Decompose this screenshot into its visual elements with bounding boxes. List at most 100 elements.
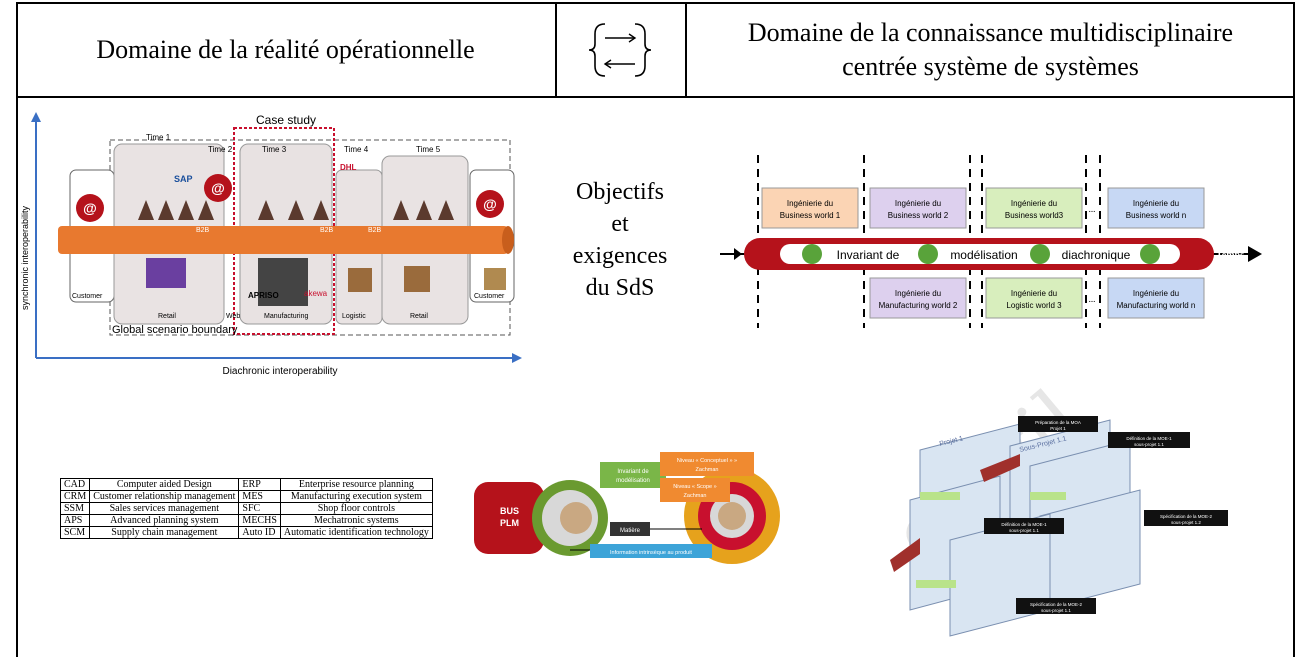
abbr-code: APS: [59, 514, 91, 527]
abbr-code: MECHS: [238, 514, 281, 527]
stage-retail-right: Retail: [410, 313, 428, 320]
brand-dhl: DHL: [340, 163, 357, 172]
brand-akewa: akewa: [304, 289, 328, 298]
time3-label: Time 3: [262, 145, 287, 154]
plm-diagram: BUS PLM Invariant de modélisation Niveau…: [474, 452, 780, 564]
scenario-diagram: @ @ @ Case study Time 1 Time 2 Time 3 Ti…: [20, 112, 522, 377]
ellipsis-bottom: ...: [1089, 294, 1096, 304]
ellipsis-top: ...: [1089, 204, 1096, 214]
project-label-prep: Préparation de la MOA: [1035, 420, 1081, 425]
y-axis-label: synchronic interoperability: [20, 205, 30, 310]
b2b-label-3: B2B: [368, 227, 382, 234]
time1-label: Time 1: [146, 133, 171, 142]
stage-retail-left: Retail: [158, 313, 176, 320]
abbr-meaning: Customer relationship management: [89, 490, 240, 503]
abbr-meaning: Enterprise resource planning: [279, 478, 433, 491]
abbr-meaning: Automatic identification technology: [279, 526, 433, 539]
time5-label: Time 5: [416, 145, 441, 154]
objectives-line2: et: [611, 211, 629, 237]
header-divider: [16, 96, 1295, 98]
abbr-code: CRM: [59, 490, 91, 503]
stage-logistic: Logistic: [342, 313, 366, 320]
stage-customer-right: Customer: [474, 293, 505, 300]
matiere-label: Matière: [620, 528, 641, 534]
table-frame: [16, 2, 1295, 657]
brand-sap: SAP: [174, 174, 193, 184]
info-label: Information intrinsèque au produit: [610, 550, 692, 556]
abbr-meaning: Supply chain management: [89, 526, 240, 539]
stage-manufacturing: Manufacturing: [264, 313, 308, 320]
svg-text:@: @: [483, 196, 497, 212]
b2b-label-2: B2B: [320, 227, 334, 234]
abbr-meaning: Shop floor controls: [279, 502, 433, 515]
pipe-text-2: modélisation: [950, 248, 1017, 262]
abbr-code: Auto ID: [238, 526, 281, 539]
abbr-meaning: Advanced planning system: [89, 514, 240, 527]
abbr-meaning: Sales services management: [89, 502, 240, 515]
time4-label: Time 4: [344, 145, 369, 154]
abbr-code: ERP: [238, 478, 281, 491]
svg-text:sous-projet 1.1: sous-projet 1.1: [1009, 528, 1039, 533]
svg-text:modélisation: modélisation: [616, 478, 650, 484]
brand-apriso: APRISO: [248, 291, 279, 300]
bus-plm-label-2: PLM: [500, 518, 519, 528]
pipe-text-3: diachronique: [1062, 248, 1131, 262]
conceptuel-label: Niveau « Conceptuel » »: [677, 458, 737, 464]
abbr-meaning: Manufacturing execution system: [279, 490, 433, 503]
right-header-title-line2: centrée système de systèmes: [842, 52, 1139, 81]
svg-text:sous-projet 1.2: sous-projet 1.2: [1171, 520, 1201, 525]
abbr-meaning: Computer aided Design: [89, 478, 240, 491]
x-axis-label: Diachronic interoperability: [222, 366, 337, 377]
svg-text:@: @: [83, 200, 97, 216]
global-boundary-label: Global scenario boundary: [112, 324, 238, 336]
abbr-code: SSM: [59, 502, 91, 515]
time2-label: Time 2: [208, 145, 233, 154]
stage-web: Web: [226, 313, 240, 320]
project-label-def1: Définition de la MOE-1: [1126, 436, 1172, 441]
abbr-code: MES: [238, 490, 281, 503]
abbr-meaning: Mechatronic systems: [279, 514, 433, 527]
objectives-line1: Objectifs: [576, 179, 664, 205]
case-study-label: Case study: [256, 113, 316, 127]
header-col-divider-1: [555, 2, 557, 96]
project-label-spec2: Spécification de la MOE-2: [1030, 602, 1083, 607]
objectives-text: Objectifs et exigences du SdS: [530, 176, 710, 304]
project-label-spec1: Spécification de la MOE-2: [1160, 514, 1213, 519]
svg-text:sous-projet 1.1: sous-projet 1.1: [1134, 442, 1164, 447]
abbr-code: SFC: [238, 502, 281, 515]
brace-arrows-symbol: [555, 8, 685, 92]
invariant-label: Invariant de: [617, 469, 649, 475]
svg-text:Zachman: Zachman: [684, 493, 707, 499]
scope-label: Niveau « Scope »: [673, 484, 716, 490]
project-label-def2: Définition de la MOE-1: [1001, 522, 1047, 527]
left-header-title: Domaine de la réalité opérationnelle: [96, 35, 475, 64]
svg-text:@: @: [211, 180, 225, 196]
b2b-label-1: B2B: [196, 227, 210, 234]
time-label: Temps: [1216, 250, 1244, 261]
right-header-title-line1: Domaine de la connaissance multidiscipli…: [747, 18, 1234, 47]
pipe-text-1: Invariant de: [837, 248, 900, 262]
svg-text:Zachman: Zachman: [696, 467, 719, 473]
abbr-code: SCM: [59, 526, 91, 539]
objectives-line3: exigences: [572, 243, 668, 269]
svg-text:sous-projet 1.1: sous-projet 1.1: [1041, 608, 1071, 613]
header-col-divider-2: [685, 2, 687, 96]
bus-plm-label-1: BUS: [500, 506, 519, 516]
stage-customer-left: Customer: [72, 293, 103, 300]
svg-text:Projet 1: Projet 1: [1050, 426, 1066, 431]
objectives-line4: du SdS: [585, 275, 655, 301]
